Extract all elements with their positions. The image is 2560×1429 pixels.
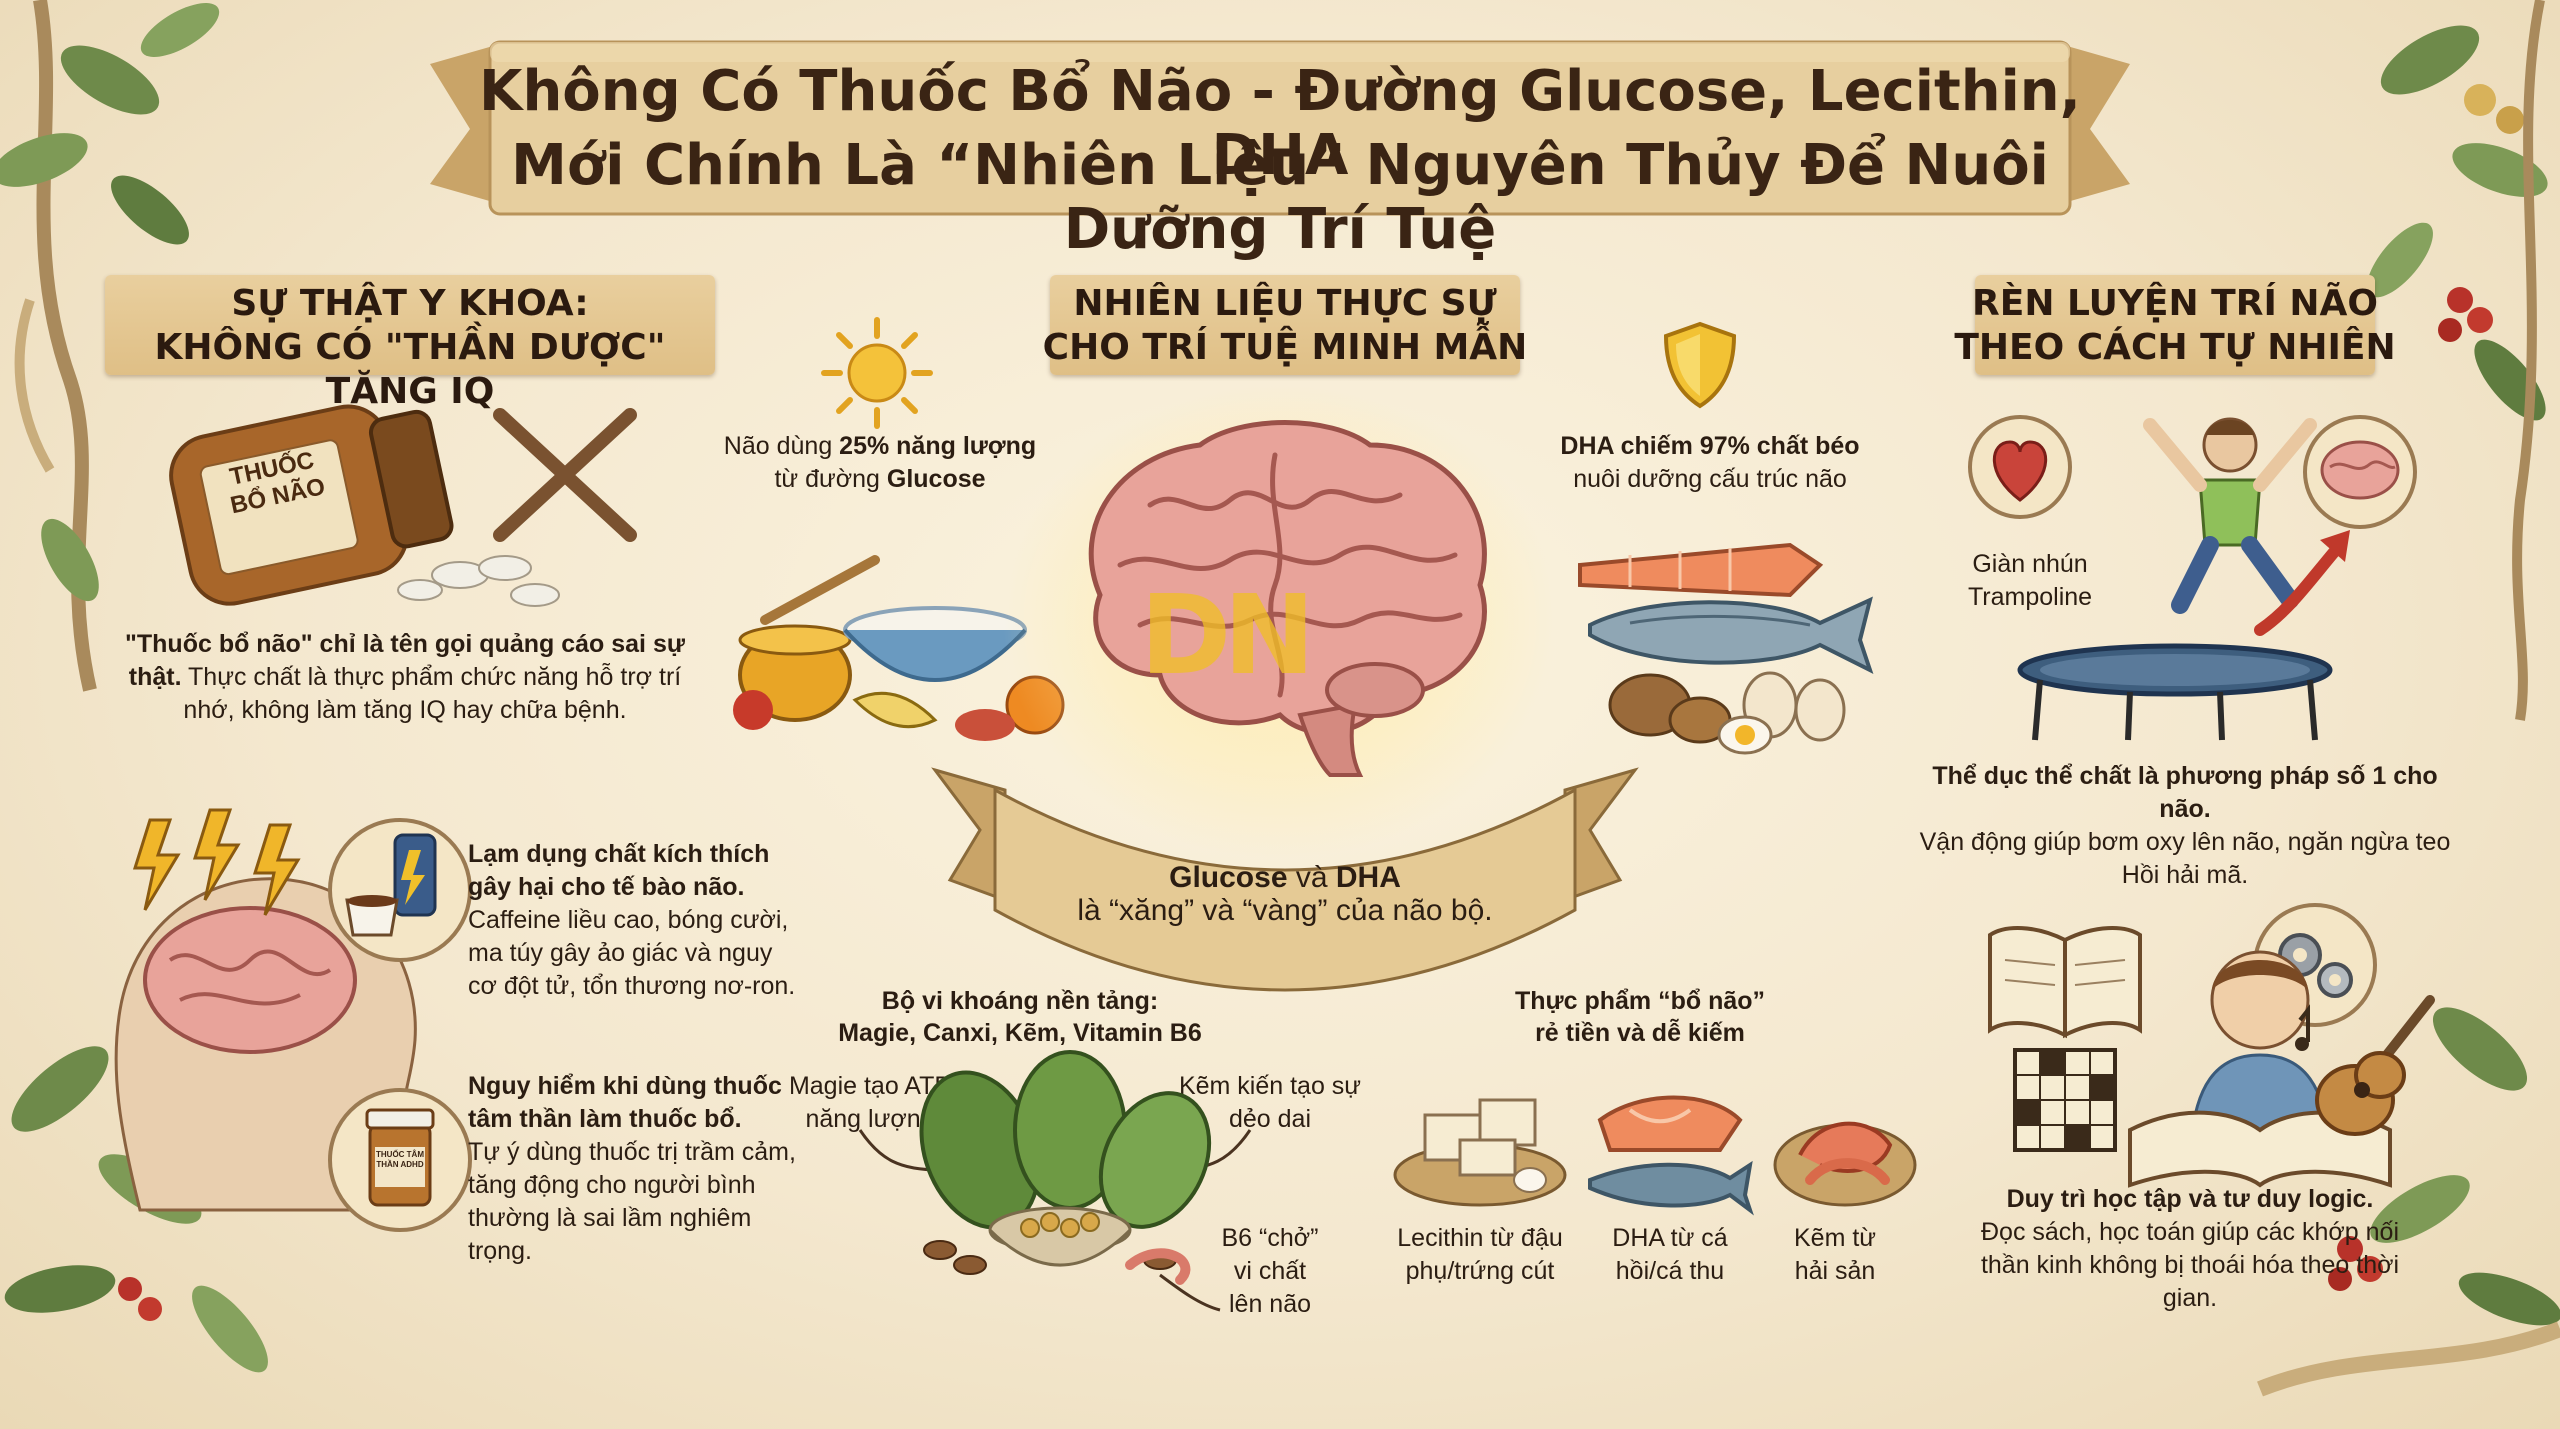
exercise-bold: Thể dục thể chất là phương pháp số 1 cho… <box>1932 762 2438 823</box>
stimulant-body: Caffeine liều cao, bóng cười, ma túy gây… <box>468 906 796 1000</box>
stimulant-text: Lạm dụng chất kích thích gây hại cho tế … <box>468 838 798 1003</box>
shield-icon <box>1663 321 1737 409</box>
exercise-text: Thể dục thể chất là phương pháp số 1 cho… <box>1905 760 2465 892</box>
fish-nuts-eggs-illustration <box>1578 542 1874 755</box>
psych-bold: Nguy hiểm khi dùng thuốc tâm thần làm th… <box>468 1072 782 1133</box>
sun-icon <box>821 317 933 429</box>
open-book-icon <box>1988 926 2142 1039</box>
foods-title-line-1: Thực phẩm “bổ não” <box>1514 987 1766 1015</box>
dha-fish-label: DHA từ cá hồi/cá thu <box>1612 1224 1728 1285</box>
study-bold: Duy trì học tập và tư duy logic. <box>2006 1185 2374 1213</box>
psych-body: Tự ý dùng thuốc trị trầm cảm, tăng động … <box>468 1138 796 1265</box>
dha-fat-text: DHA chiếm 97% chất béo nuôi dưỡng cấu tr… <box>1520 430 1900 496</box>
jumping-person-illustration <box>2143 417 2317 614</box>
brain-illustration <box>1088 420 1487 777</box>
ribbon-and: và <box>1287 861 1336 894</box>
glucose-line2-bold: Glucose <box>886 465 986 493</box>
study-text: Duy trì học tập và tư duy logic. Đọc sác… <box>1955 1183 2425 1315</box>
psych-pill-bottle-icon <box>328 1088 472 1232</box>
psych-text: Nguy hiểm khi dùng thuốc tâm thần làm th… <box>468 1070 798 1268</box>
glucose-line2-pre: từ đường <box>774 465 887 493</box>
center-ribbon-banner <box>931 767 1639 992</box>
psych-bottle-label: THUỐC TÂM THẦN ADHD <box>376 1150 424 1169</box>
leaf-decoration-top-left <box>0 0 220 692</box>
dha-bold: DHA chiếm 97% chất béo <box>1560 432 1860 460</box>
leaf-decoration-top-right <box>2367 0 2548 721</box>
glucose-bold: 25% năng lượng <box>839 432 1037 460</box>
right-heading-line-2: THEO CÁCH TỰ NHIÊN <box>1954 327 2396 368</box>
myth-body: Thực chất là thực phẩm chức năng hỗ trợ … <box>183 663 682 724</box>
title-line-2: Mới Chính Là “Nhiên Liệu” Nguyên Thủy Để… <box>511 133 2049 262</box>
ribbon-line-1: Glucose và DHA <box>1035 860 1535 896</box>
center-heading-line-2: CHO TRÍ TUỆ MINH MẪN <box>1042 327 1528 368</box>
minerals-title-line-1: Bộ vi khoáng nền tảng: <box>881 987 1159 1015</box>
glucose-pre: Não dùng <box>723 432 840 460</box>
myth-bold: "Thuốc bổ não" chỉ là tên gọi quảng cáo … <box>125 630 685 691</box>
trampoline-icon <box>2017 643 2333 741</box>
study-body: Đọc sách, học toán giúp các khớp nối thầ… <box>1980 1218 2400 1312</box>
title-line-1: Không Có Thuốc Bổ Não - Đường Glucose, L… <box>479 59 2081 188</box>
tofu-eggs-icon <box>1393 1098 1567 1207</box>
dha-body: nuôi dưỡng cấu trúc não <box>1573 465 1847 493</box>
title-scroll-banner <box>430 40 2130 216</box>
myth-text: "Thuốc bổ não" chỉ là tên gọi quảng cáo … <box>120 628 690 727</box>
caffeine-stimulant-icon <box>328 818 472 962</box>
crossword-grid-icon <box>2013 1048 2117 1152</box>
kem-label: Kẽm kiến tạo sự dẻo dai <box>1178 1072 1362 1133</box>
watermark-logo: DN <box>1140 571 1315 699</box>
lecithin-label: Lecithin từ đậu phụ/trứng cút <box>1397 1224 1563 1285</box>
magie-label: Magie tạo ATP năng lượng <box>788 1072 952 1133</box>
salmon-fish-icon <box>1588 1095 1754 1216</box>
right-heading-line-1: RÈN LUYỆN TRÍ NÃO <box>1972 283 2378 324</box>
glucose-energy-text: Não dùng 25% năng lượng từ đường Glucose <box>690 430 1070 496</box>
trampoline-label: Giàn nhún Trampoline <box>1967 550 2093 611</box>
lightning-bolt-icons <box>132 808 301 916</box>
center-heading-bar <box>1050 275 1520 375</box>
foods-title-line-2: rẻ tiền và dễ kiếm <box>1535 1019 1745 1047</box>
ribbon-glucose: Glucose <box>1169 861 1288 894</box>
left-heading-line-1: SỰ THẬT Y KHOA: <box>231 283 589 324</box>
cross-x-icon <box>493 408 637 542</box>
ribbon-dha: DHA <box>1335 861 1401 894</box>
heart-organ-icon <box>1968 415 2072 519</box>
ribbon-line-2: là “xăng” và “vàng” của não bộ. <box>1077 894 1493 927</box>
brain-bubble-icon <box>2303 415 2417 529</box>
pill-jar-icon <box>169 404 560 607</box>
leafy-greens-nuts-illustration <box>919 1050 1212 1285</box>
left-heading-bar <box>105 275 715 375</box>
guitar-music-icon <box>2295 995 2435 1136</box>
center-heading-line-1: NHIÊN LIỆU THỰC SỰ <box>1073 283 1497 324</box>
stimulant-bold: Lạm dụng chất kích thích gây hại cho tế … <box>468 840 770 901</box>
red-arrow-icon <box>2254 530 2350 636</box>
kem-seafood-label: Kẽm từ hải sản <box>1793 1224 1877 1285</box>
b6-label: B6 “chở” vi chất lên não <box>1221 1224 1319 1318</box>
minerals-title-line-2: Magie, Canxi, Kẽm, Vitamin B6 <box>838 1019 1202 1047</box>
right-heading-bar <box>1975 275 2375 375</box>
seafood-shrimp-icon <box>1773 1121 1917 1207</box>
exercise-body: Vận động giúp bơm oxy lên não, ngăn ngừa… <box>1919 828 2451 889</box>
reading-child-illustration <box>2128 950 2392 1188</box>
leaf-decoration-bottom-right <box>2257 1007 2560 1397</box>
